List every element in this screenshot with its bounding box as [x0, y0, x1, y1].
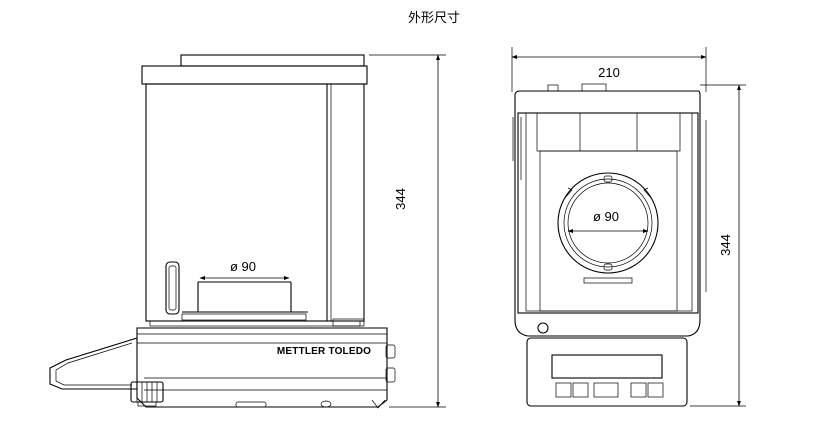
top-plate [141, 65, 368, 85]
front-height-label: 344 [718, 234, 733, 256]
front-display-terminal [526, 337, 688, 407]
key-1 [555, 382, 572, 398]
key-4 [630, 382, 647, 398]
door-handle [165, 261, 180, 315]
display-screen [551, 354, 663, 379]
drawing-title: 外形尺寸 [408, 11, 460, 26]
balance-base [136, 327, 388, 408]
side-height-label: 344 [393, 188, 408, 210]
side-pan-diameter-label: ø 90 [230, 259, 256, 274]
front-view: 210 ø 90 [511, 47, 746, 407]
key-5 [647, 382, 664, 398]
side-view: ø 90 METTLER TOLEDO 344 [49, 54, 446, 409]
front-pan-ring [557, 172, 659, 274]
key-2 [572, 382, 589, 398]
front-housing [514, 90, 701, 337]
top-cover [180, 54, 365, 67]
level-bubble [537, 322, 549, 334]
front-width-label: 210 [598, 65, 620, 80]
display-terminal [49, 337, 138, 390]
brand-logo: METTLER TOLEDO [277, 346, 371, 357]
key-3 [593, 382, 619, 398]
front-pan-diameter-label: ø 90 [593, 209, 619, 224]
